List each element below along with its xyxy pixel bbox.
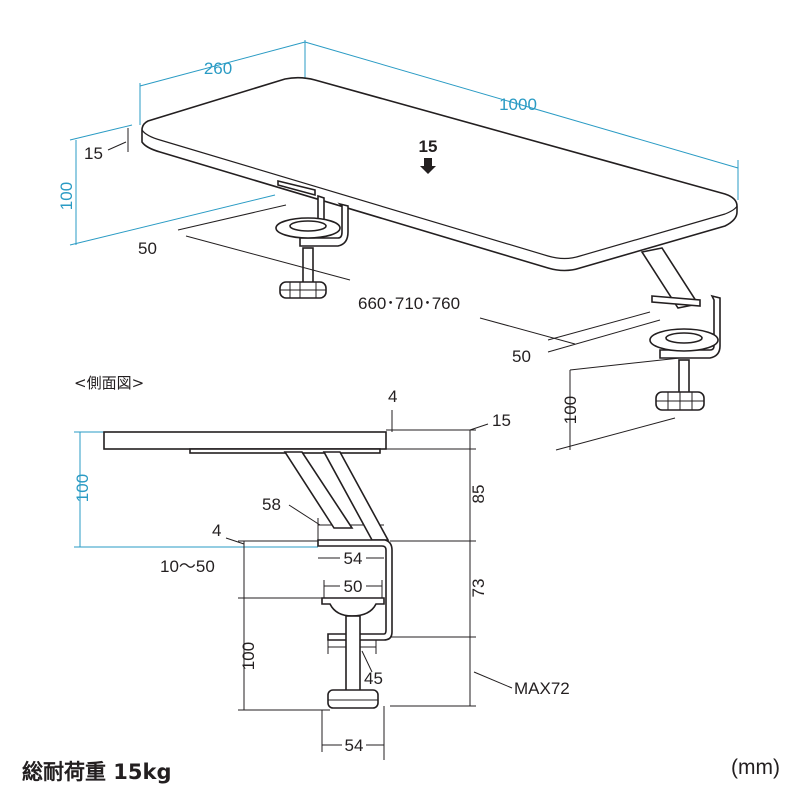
load-point-label: 15 [419,137,438,156]
leader-lines-3d [177,204,681,451]
height-100-label: 100 [57,182,76,210]
dim-4-top: 4 [388,387,397,406]
dim-58: 58 [262,495,281,514]
dim-45: 45 [364,669,383,688]
dimension-lines-3d [69,40,739,246]
dim-100-side: 100 [73,474,92,502]
dim-73: 73 [469,579,488,598]
perspective-view: 15 [57,40,739,451]
thickness-15-label: 15 [84,144,103,163]
length-1000-label: 1000 [499,95,537,114]
down-arrow-icon [420,158,436,174]
dim-50: 50 [344,577,363,596]
side-view-title: <側面図> [74,374,144,392]
dim-100-lower: 100 [239,642,258,670]
side-dimension-lines [74,410,513,760]
dim-max72: MAX72 [514,679,570,698]
total-load-label: 総耐荷重 15kg [22,760,172,784]
left-clamp-3d [275,179,349,299]
depth-50-right-label: 50 [512,347,531,366]
width-260-label: 260 [204,59,232,78]
side-view: <側面図> [73,374,570,760]
right-clamp-3d [640,247,721,411]
depth-50-left-label: 50 [138,239,157,258]
dim-15: 15 [492,411,511,430]
dim-85: 85 [469,485,488,504]
height-100-right-label: 100 [561,396,580,424]
tabletop [141,76,738,272]
dim-54-upper: 54 [344,549,363,568]
clamp-spacing-label: 660･710･760 [358,294,460,313]
unit-label: (mm) [731,756,780,779]
dim-10-50: 10〜50 [160,557,215,576]
side-parts [103,431,393,709]
dim-54-bottom: 54 [345,736,364,755]
dim-4-left: 4 [212,521,221,540]
